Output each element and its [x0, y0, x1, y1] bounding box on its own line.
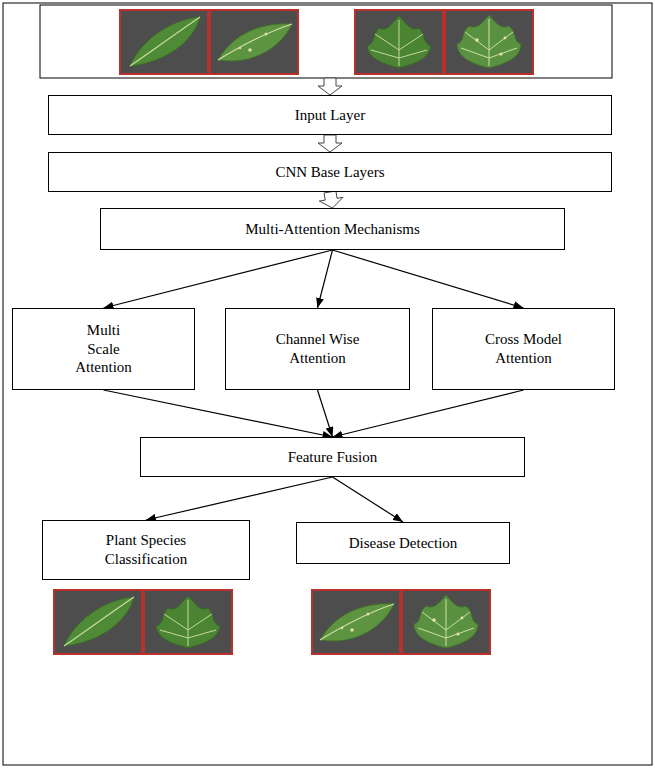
flow-arrow [104, 390, 333, 437]
leaf-photo [402, 590, 490, 654]
box-label: Plant Species Classification [91, 531, 201, 569]
box-label: Cross Model Attention [474, 330, 574, 368]
fusion-box: Feature Fusion [140, 437, 525, 477]
hollow-arrow [318, 135, 342, 152]
attention-box: Channel Wise Attention [225, 308, 410, 390]
output-box: Disease Detection [296, 522, 510, 564]
box-label: Input Layer [295, 106, 365, 125]
flow-arrow [333, 250, 524, 308]
cnn-layers-box: CNN Base Layers [48, 152, 612, 192]
leaf-photo [120, 10, 208, 74]
attention-box: Cross Model Attention [432, 308, 615, 390]
box-label: Multi-Attention Mechanisms [245, 220, 420, 239]
leaf-photo [355, 10, 443, 74]
figure-frame [3, 3, 652, 765]
input-layer-box: Input Layer [48, 95, 612, 135]
flow-arrow [333, 477, 404, 522]
hollow-arrow [319, 191, 343, 208]
image-strip-frame [40, 5, 612, 78]
attention-hub-box: Multi-Attention Mechanisms [100, 208, 565, 250]
leaf-photo [144, 590, 232, 654]
flow-arrow [318, 390, 333, 437]
leaf-photo [445, 10, 533, 74]
box-label: Feature Fusion [288, 448, 378, 467]
box-label: Channel Wise Attention [268, 330, 368, 368]
flow-arrow [318, 250, 333, 308]
attention-box: Multi Scale Attention [12, 308, 195, 390]
output-box: Plant Species Classification [42, 520, 250, 580]
leaf-photo [210, 10, 298, 74]
flow-arrow [104, 250, 333, 308]
hollow-arrow [318, 78, 342, 95]
box-label: Disease Detection [349, 534, 458, 553]
leaf-photo [54, 590, 142, 654]
box-label: CNN Base Layers [275, 163, 384, 182]
flow-arrow [146, 477, 333, 520]
leaf-photo [312, 590, 400, 654]
box-label: Multi Scale Attention [73, 321, 135, 377]
flow-arrow [333, 390, 524, 437]
